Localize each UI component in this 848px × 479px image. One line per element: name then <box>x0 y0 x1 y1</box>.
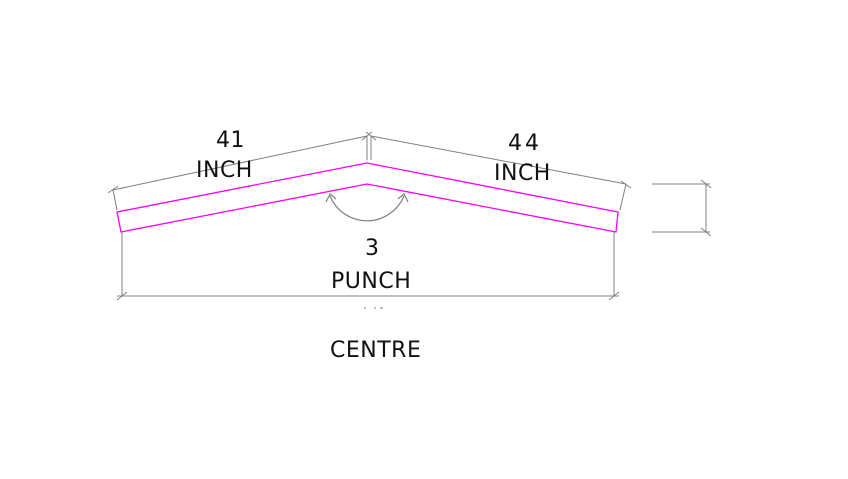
left-length-value: 41 <box>216 128 245 153</box>
overall-width-dimension <box>116 232 620 301</box>
sheet-profile <box>116 162 619 233</box>
bend-label: PUNCH <box>331 269 412 294</box>
footer-label: CENTRE <box>330 338 422 363</box>
bend-count: 3 <box>365 236 380 261</box>
right-length-dimension <box>365 131 632 211</box>
apex-ticks <box>366 136 372 160</box>
bend-angle-arc <box>325 193 409 222</box>
right-length-unit: INCH <box>494 161 551 186</box>
right-length-value: 44 <box>508 131 542 156</box>
thickness-dimension <box>652 179 712 237</box>
left-length-unit: INCH <box>196 158 253 183</box>
